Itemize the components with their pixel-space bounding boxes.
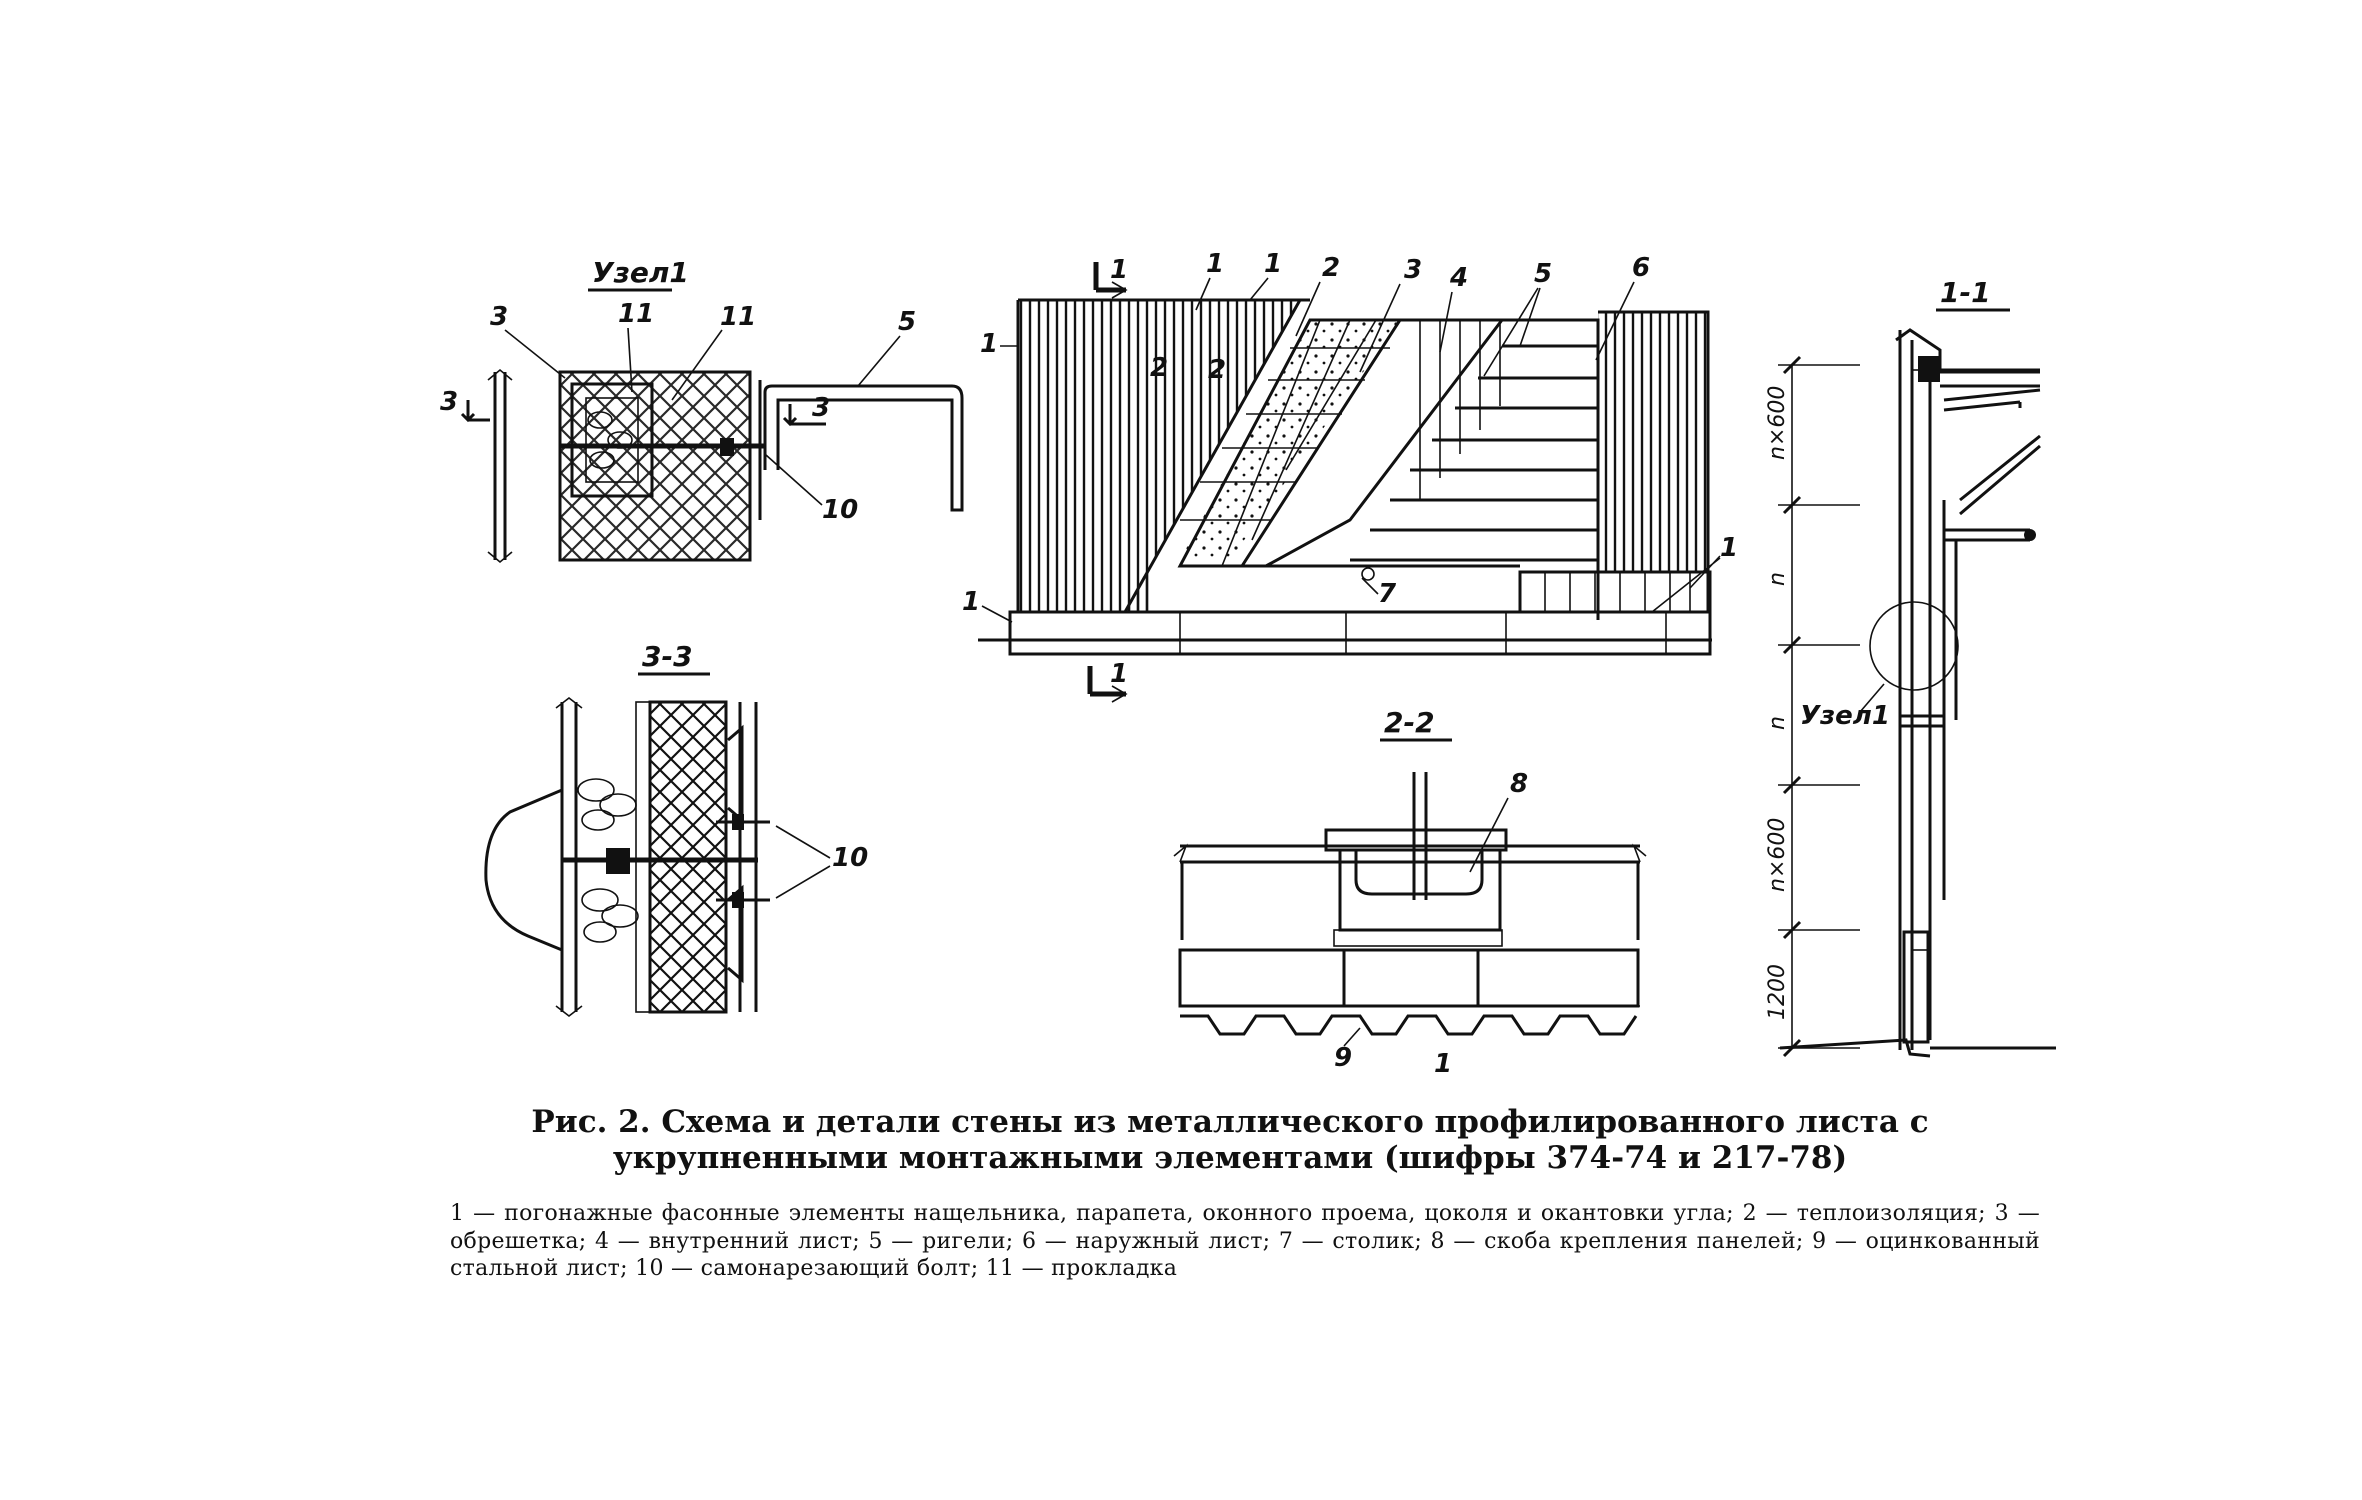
section11-dim-1: n×600 [1765, 386, 1790, 460]
uzel1-title: Узел1 [592, 256, 689, 289]
view-section-3-3: 3-3 10 [484, 640, 868, 1018]
uzel1-label-11b: 11 [720, 302, 756, 332]
elev-label-5: 5 [1534, 259, 1552, 289]
view-section-1-1: 1-1 n×600 n n n×600 1200 [1765, 276, 2056, 1058]
elev-label-1a: 1 [1206, 249, 1224, 279]
uzel1-label-11a: 11 [618, 299, 654, 329]
uzel1-label-3a: 3 [490, 302, 508, 332]
view-elevation: 1 1 1 2 3 4 5 6 1 2 2 1 7 1 1 [962, 249, 1738, 703]
elev-label-2b: 2 [1208, 355, 1226, 385]
uzel1-section-mark-right: 3 [812, 393, 830, 423]
figure-legend: 1 — погонажные фасонные элементы нащельн… [450, 1201, 2040, 1282]
elev-label-1-left: 1 [980, 329, 998, 359]
elev-label-1-plinth: 1 [962, 587, 980, 617]
section22-label-8: 8 [1510, 769, 1528, 799]
elev-section-mark-bottom: 1 [1110, 659, 1128, 689]
elev-label-2a: 2 [1150, 353, 1168, 383]
section33-title: 3-3 [642, 640, 693, 673]
elev-label-4: 4 [1449, 263, 1468, 293]
view-uzel1: Узел1 3 11 11 5 3 3 10 [440, 256, 964, 564]
figure-caption: Рис. 2. Схема и детали стены из металлич… [420, 1104, 2040, 1283]
section22-label-9: 9 [1334, 1043, 1352, 1073]
section11-dim-4: n×600 [1765, 818, 1790, 892]
elev-label-1-right: 1 [1720, 533, 1738, 563]
section22-label-1: 1 [1434, 1049, 1452, 1079]
section33-label-10: 10 [832, 843, 868, 873]
view-section-2-2: 2-2 8 9 1 [1173, 706, 1647, 1079]
elev-label-2: 2 [1322, 253, 1340, 283]
elev-label-6: 6 [1632, 253, 1650, 283]
figure-title: Рис. 2. Схема и детали стены из металлич… [531, 1104, 1929, 1176]
section11-dim-5: 1200 [1765, 964, 1790, 1020]
uzel1-section-mark-left: 3 [440, 387, 458, 417]
elev-label-3: 3 [1404, 255, 1422, 285]
uzel1-label-10: 10 [822, 495, 858, 525]
elev-section-mark-top: 1 [1110, 255, 1128, 285]
elev-label-1b: 1 [1264, 249, 1282, 279]
section11-dim-3: n [1765, 716, 1790, 730]
uzel1-label-5: 5 [898, 307, 916, 337]
section22-title: 2-2 [1384, 706, 1435, 739]
section11-dim-2: n [1765, 572, 1790, 586]
elev-label-7: 7 [1378, 579, 1397, 609]
section11-node-label: Узел1 [1800, 701, 1890, 731]
section11-title: 1-1 [1940, 276, 1991, 309]
